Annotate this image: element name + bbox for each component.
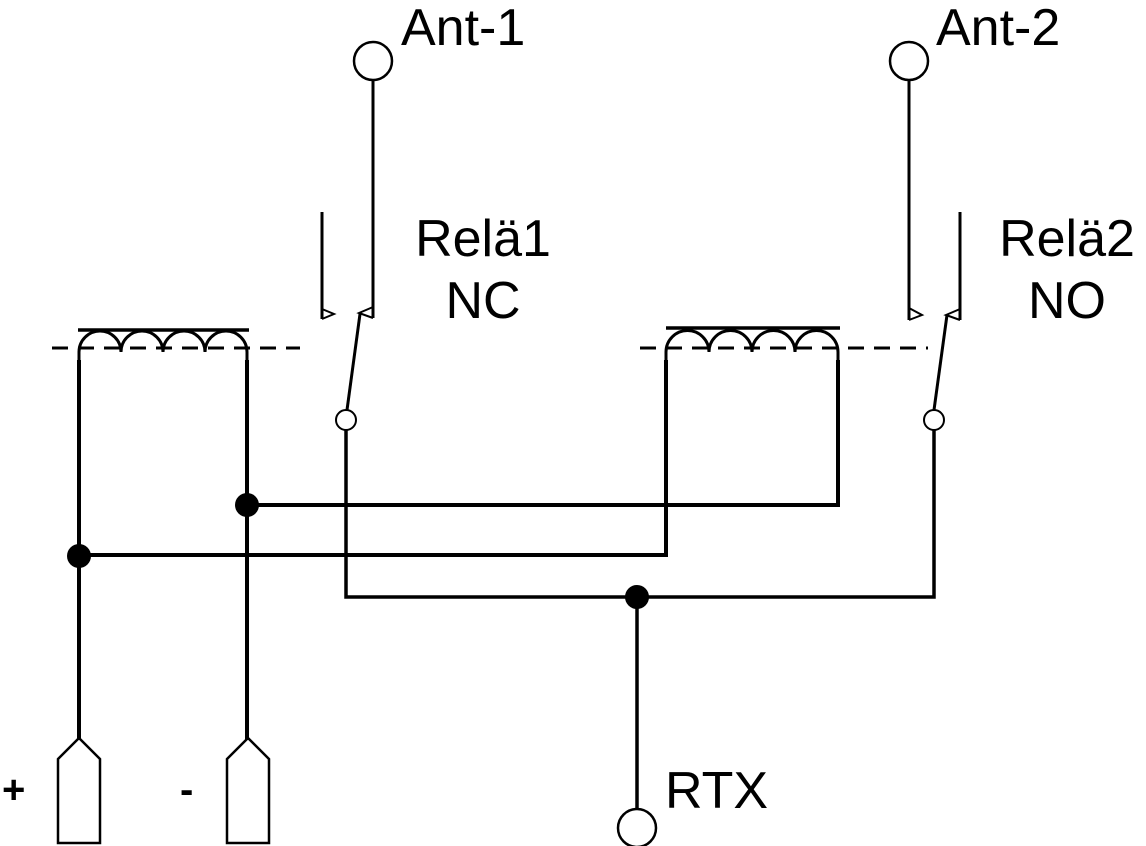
relay1-open-contact-tip [321,308,337,320]
relay1-switch-arm [345,313,362,411]
junction-dot-minus [235,493,259,517]
plus-connector [56,736,102,845]
plus-label: + [2,768,26,812]
relay1-closed-contact-tip [356,306,374,319]
junction-dot-rtx [625,585,649,609]
relay2-coil-left-wire [79,360,668,557]
relay1-name: Relä1 [415,210,551,268]
relay2-coil-right-wire [247,360,840,507]
rtx-label: RTX [665,762,769,820]
minus-connector [225,736,271,845]
minus-label: - [180,768,194,812]
relay1-common-terminal [335,409,357,431]
relay2-open-contact-tip [908,307,925,321]
rtx-terminal [616,807,658,846]
relay2-common-terminal [923,409,945,431]
ant1-terminal [352,40,394,82]
relay2-closed-contact-tip [943,308,961,321]
relay1-contact-type: NC [445,272,521,330]
relay2-coil [664,329,840,362]
relay2-contact-type: NO [1028,272,1106,330]
relay1-coil [77,329,249,362]
common-bus [344,430,936,599]
ant2-terminal [888,40,930,82]
relay2-name: Relä2 [999,210,1135,268]
ant1-label: Ant-1 [401,0,526,57]
relay2-switch-arm [932,314,949,411]
ant2-label: Ant-2 [936,0,1061,57]
junction-dot-plus [67,544,91,568]
